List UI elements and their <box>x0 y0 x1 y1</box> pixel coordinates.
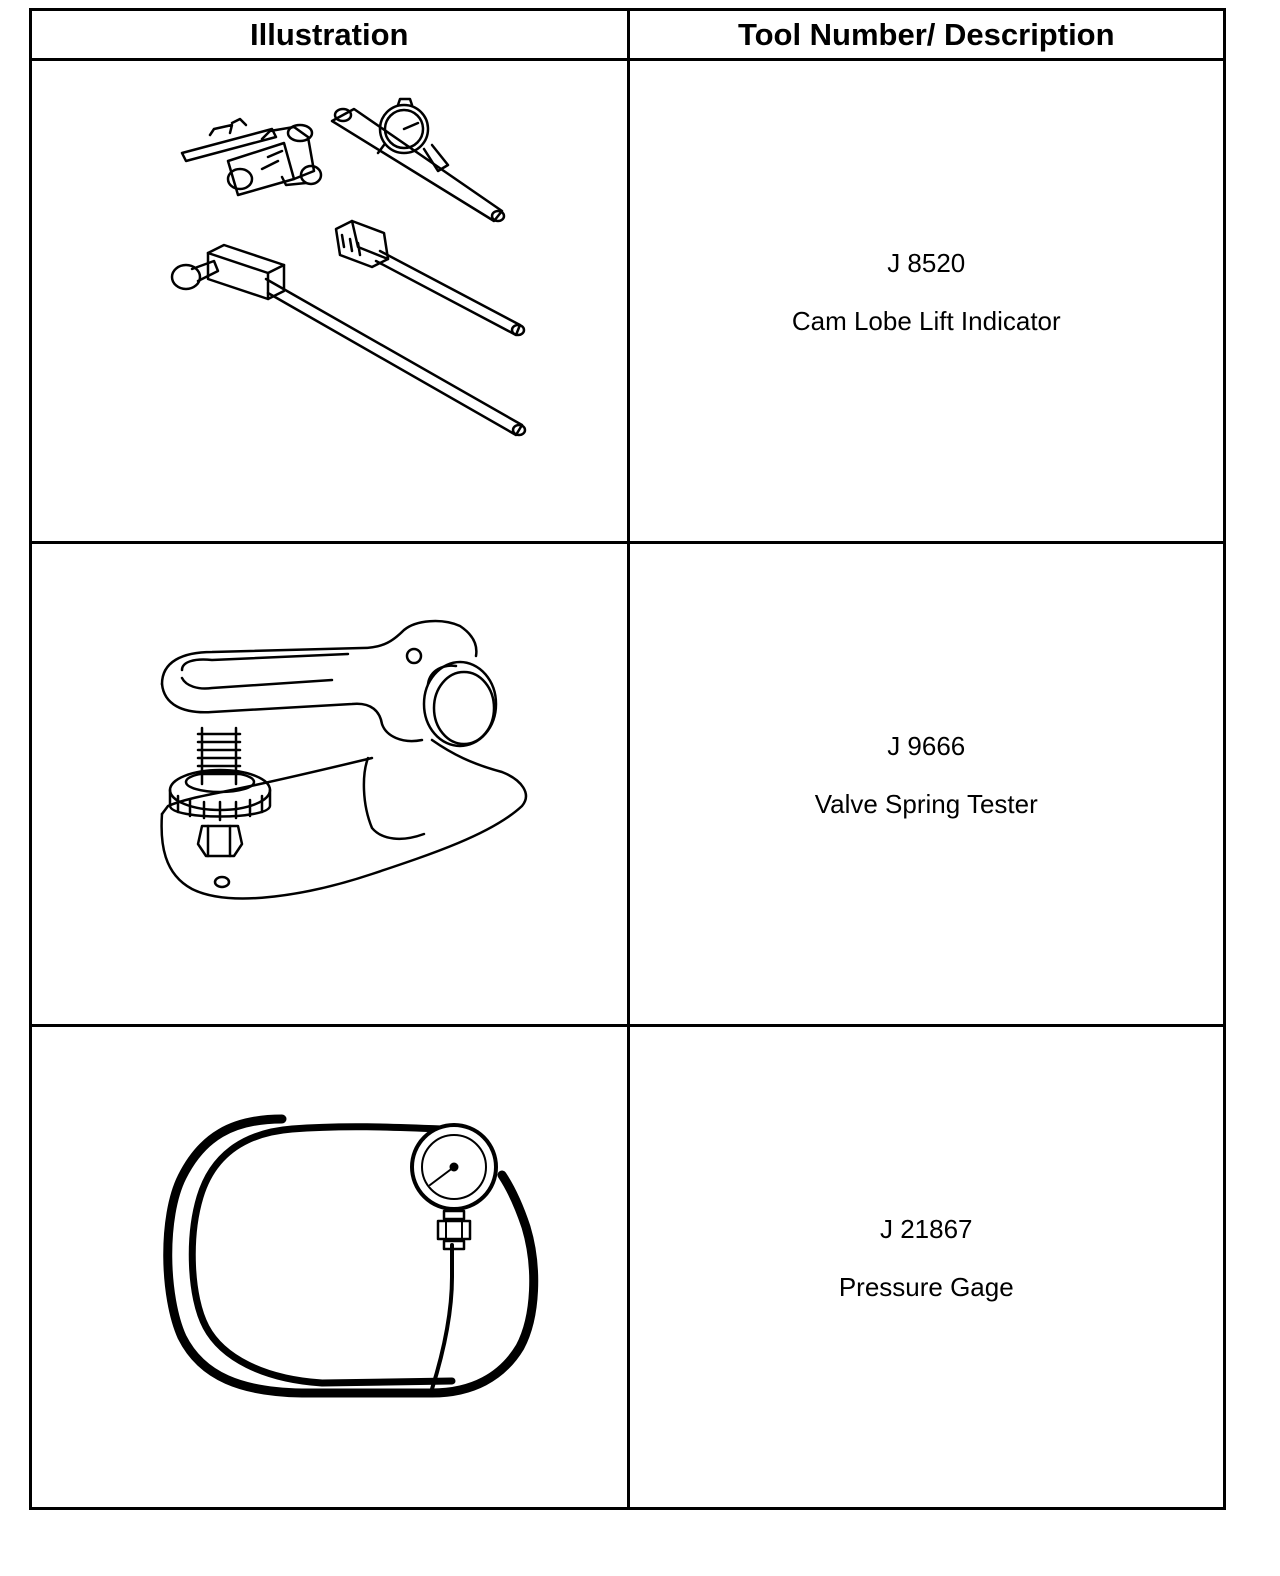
header-illustration: Illustration <box>29 8 630 61</box>
header-tool-number-description: Tool Number/ Description <box>626 8 1226 61</box>
illustration-cell <box>29 541 630 1027</box>
tool-number: J 21867 <box>879 1214 973 1244</box>
table-row: J 21867 Pressure Gage <box>29 1024 1226 1510</box>
tool-description: Cam Lobe Lift Indicator <box>791 306 1061 336</box>
table-row: J 9666 Valve Spring Tester <box>29 541 1226 1027</box>
cam-lobe-lift-indicator-icon <box>170 97 527 437</box>
illustration-cell <box>29 58 630 544</box>
tool-table: Illustration Tool Number/ Description <box>29 8 1226 1510</box>
table-header-row: Illustration Tool Number/ Description <box>29 8 1226 61</box>
table-row: J 8520 Cam Lobe Lift Indicator <box>29 58 1226 544</box>
description-cell: J 8520 Cam Lobe Lift Indicator <box>626 58 1226 544</box>
description-cell: J 9666 Valve Spring Tester <box>626 541 1226 1027</box>
valve-spring-tester-icon <box>160 619 528 900</box>
description-cell: J 21867 Pressure Gage <box>626 1024 1226 1510</box>
tool-description: Pressure Gage <box>838 1272 1014 1302</box>
pressure-gage-icon <box>163 1114 539 1398</box>
tool-number: J 9666 <box>887 731 966 761</box>
illustration-cell <box>29 1024 630 1510</box>
tool-number: J 8520 <box>887 248 966 278</box>
tool-description: Valve Spring Tester <box>814 789 1038 819</box>
